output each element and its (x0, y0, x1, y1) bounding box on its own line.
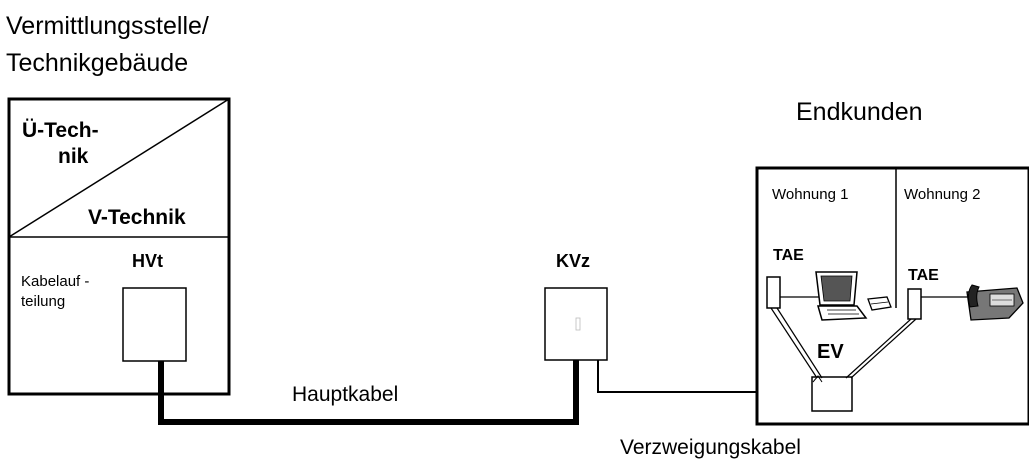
hauptkabel-line (158, 360, 579, 425)
u-technik-label-line1: Ü-Tech- (22, 119, 99, 142)
ev-label: EV (817, 341, 844, 363)
kvz-panel-mark (575, 317, 581, 331)
tae1-socket (766, 276, 781, 309)
u-technik-label-line2: nik (58, 145, 89, 168)
telephone-icon (966, 284, 1024, 321)
laptop-icon (815, 271, 868, 321)
hvt-label: HVt (132, 251, 163, 271)
hauptkabel-label: Hauptkabel (292, 383, 399, 406)
wohnung1-label: Wohnung 1 (772, 186, 849, 203)
v-technik-label: V-Technik (88, 206, 186, 229)
office-building (7, 97, 231, 396)
wire-tae1-ev (770, 307, 818, 379)
kabelaufteilung-label-line1: Kabelauf - (21, 273, 90, 290)
endkunden-title: Endkunden (796, 98, 923, 126)
kvz-label: KVz (556, 251, 591, 271)
office-diagonal (8, 98, 230, 238)
ev-box (811, 376, 853, 412)
tae1-label: TAE (773, 247, 804, 264)
modem-icon (867, 296, 892, 311)
tae2-socket (907, 288, 922, 320)
office-title-line2: Technikgebäude (6, 49, 189, 77)
kabelaufteilung-label-line2: teilung (21, 293, 66, 310)
hvt-box (122, 287, 187, 362)
wire-ev-tae2 (845, 318, 912, 379)
verzweigungskabel-line (597, 360, 812, 393)
tae2-label: TAE (908, 267, 939, 284)
ev-connector-icon (812, 375, 823, 383)
verzweigungskabel-label: Verzweigungskabel (620, 436, 801, 459)
wohnung2-label: Wohnung 2 (904, 186, 981, 203)
office-title-line1: Vermittlungsstelle/ (6, 12, 209, 40)
